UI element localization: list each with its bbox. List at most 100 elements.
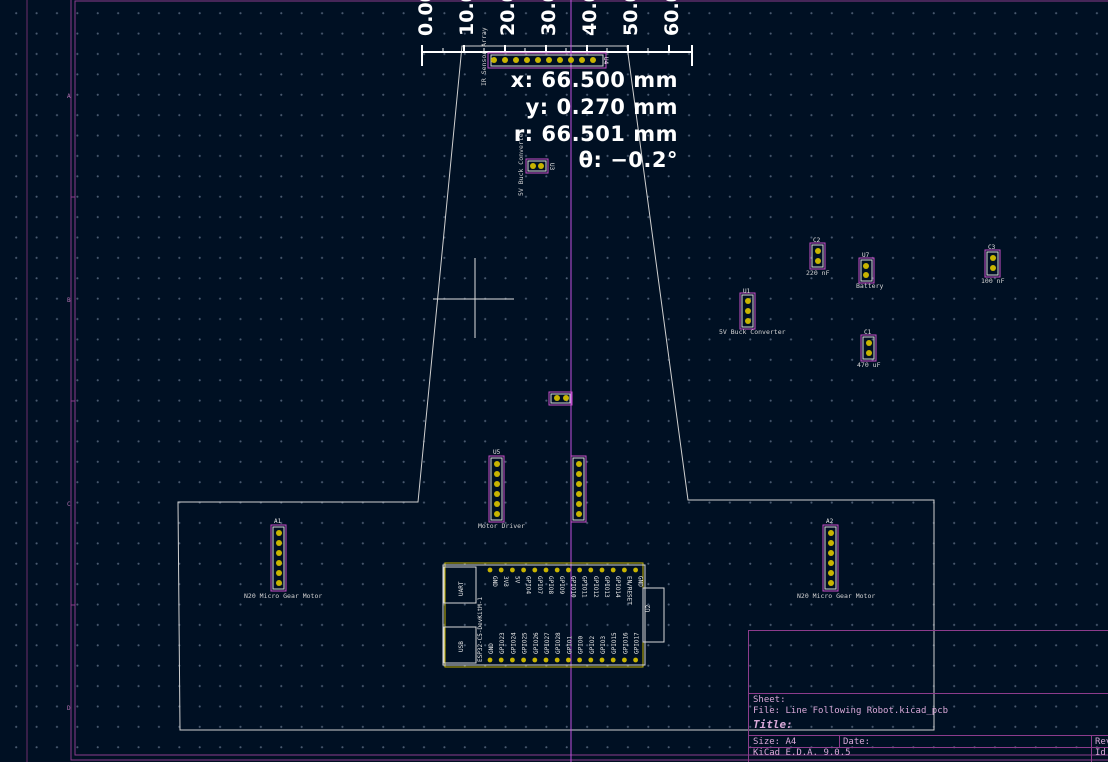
footprint-u5-motor-driver[interactable]: U5 Motor Driver [478, 449, 525, 530]
esp32-top-pad [498, 567, 504, 573]
esp32-top-pin-label: GPIO14 [614, 576, 621, 598]
footprint-c1[interactable]: C1 470 uF [857, 329, 881, 369]
footprint-u1-buck[interactable]: U1 5V Buck Converter [719, 288, 786, 336]
buck-top-label: 5V Buck Converter [517, 129, 525, 196]
footprint-a1-motor[interactable]: A1 N20 Micro Gear Motor [244, 518, 322, 600]
esp32-bottom-pin-label: GPIO28 [555, 632, 562, 654]
ir-sensor-label: IR Sensor Array [480, 27, 488, 86]
footprint-c3[interactable]: C3 100 nF [981, 244, 1005, 285]
footprint-ir-sensor[interactable]: IR Sensor Array U4 [480, 27, 609, 86]
esp32-bottom-pin-label: GPIO27 [544, 632, 551, 654]
esp32-bottom-pad [498, 657, 504, 663]
esp32-bottom-pad [577, 657, 582, 663]
a1-value: N20 Micro Gear Motor [244, 592, 322, 600]
ruler-tick-10: 10.0 [456, 0, 478, 36]
row-label-d: D [67, 705, 71, 712]
esp32-top-pin-label: 5V [513, 576, 520, 584]
esp32-top-pin-label: GND [637, 576, 644, 587]
esp32-bottom-pad [532, 657, 538, 663]
esp32-bottom-pad [588, 657, 594, 663]
esp32-bottom-pad [610, 657, 616, 663]
row-label-c: C [67, 501, 71, 508]
esp32-top-pad [554, 567, 560, 573]
c3-value: 100 nF [981, 277, 1005, 285]
esp32-top-pad [543, 567, 549, 573]
ir-sensor-ref: U4 [602, 57, 609, 65]
footprint-buck-u3[interactable]: 5V Buck Converter U3 [517, 129, 555, 196]
size-label: Size: A4 [753, 737, 797, 747]
footprint-u7-battery[interactable]: U7 Battery [856, 252, 883, 290]
esp32-top-pin-label: GND [491, 576, 498, 587]
esp32-top-pin-label: GPIO9 [558, 576, 565, 594]
esp32-bottom-pad [510, 657, 515, 663]
esp32-bottom-pad [633, 657, 638, 663]
crosshair-cursor-icon [433, 258, 514, 338]
esp32-top-pin-label: 3V3 [502, 576, 509, 587]
esp32-top-pad [566, 567, 571, 573]
esp32-bottom-pin-label: GPIO23 [499, 632, 506, 654]
esp32-top-pad [510, 567, 515, 573]
ruler-tick-20: 20.0 [497, 0, 519, 36]
esp32-bottom-pin-label: GND [488, 643, 495, 654]
esp32-top-pad [577, 567, 582, 573]
esp32-bottom-pins: GND GPIO23 GPIO24 GPIO25 GPIO26 GPIO27 GPIO28 G… [487, 632, 641, 663]
esp32-bottom-pad [487, 657, 493, 663]
title-label: Title: [753, 718, 793, 731]
esp32-top-pin-label: GPIO11 [581, 576, 588, 598]
footprint-header-axis[interactable] [570, 455, 587, 523]
footprint-a2-motor[interactable]: A2 N20 Micro Gear Motor [797, 518, 875, 600]
theta-readout: θ: −0.2° [578, 148, 678, 172]
c2-ref: C2 [813, 237, 821, 244]
esp32-bottom-pad [622, 657, 627, 663]
esp32-bottom-pin-label: GPIO16 [622, 632, 629, 654]
title-block: Sheet: File: Line Following Robot.kicad_… [748, 630, 1108, 762]
row-label-a: A [67, 93, 71, 100]
c1-ref: C1 [864, 329, 872, 336]
esp32-top-pad [521, 567, 526, 573]
esp32-bottom-pad [521, 657, 526, 663]
esp32-top-pin-label: GPIO12 [592, 576, 599, 598]
u7-value: Battery [856, 282, 883, 290]
ruler-tick-30: 30.0 [538, 0, 560, 36]
file-label: File: Line Following Robot.kicad_pcb [753, 706, 949, 716]
esp32-top-pin-label: GPIO10 [569, 576, 576, 598]
ruler-tick-0: 0.00 [415, 0, 437, 36]
esp32-top-pin-label: GPIO7 [536, 576, 543, 594]
uart-connector [443, 566, 477, 604]
esp32-bottom-pad [543, 657, 549, 663]
footprint-small-u2[interactable] [548, 391, 573, 406]
a2-ref: A2 [826, 518, 834, 525]
esp32-bottom-pin-label: GPIO25 [522, 632, 529, 654]
esp32-bottom-pin-label: GPIO3 [600, 636, 607, 654]
ruler-tick-50: 50.0 [620, 0, 642, 36]
measurement-ruler [421, 45, 693, 66]
c2-value: 220 nF [806, 269, 830, 277]
esp32-top-pin-label: GPIO4 [525, 576, 532, 594]
ruler-tick-60: 60.0 [661, 0, 683, 36]
footprint-c2[interactable]: C2 220 nF [806, 237, 830, 277]
esp32-bottom-pin-label: GPIO1 [566, 636, 573, 654]
esp32-top-pin-label: EN/RESET [625, 576, 632, 605]
kicad-version-label: KiCad E.D.A. 9.0.5 [753, 748, 851, 758]
esp32-bottom-pin-label: GPIO26 [533, 632, 540, 654]
esp32-top-pin-label: GPIO8 [547, 576, 554, 594]
esp32-top-pin-label: GPIO13 [603, 576, 610, 598]
esp32-top-pins: GND 3V3 5V GPIO4 GPIO7 GPIO8 GPIO9 GPIO10 GPIO11… [487, 567, 644, 605]
u5-ref: U5 [493, 449, 501, 456]
esp32-bottom-pin-label: GPIO24 [510, 632, 517, 654]
esp32-bottom-pad [566, 657, 571, 663]
r-readout: r: 66.501 mm [513, 122, 678, 146]
esp32-bottom-pin-label: GPIO17 [634, 632, 641, 654]
sheet-label: Sheet: [753, 695, 786, 705]
date-label: Date: [843, 737, 871, 747]
rev-label: Rev [1095, 737, 1108, 747]
esp32-top-pad [588, 567, 594, 573]
y-readout: y: 0.270 mm [525, 95, 678, 119]
esp32-bottom-pin-label: GPIO2 [589, 636, 596, 654]
esp32-top-pad [610, 567, 616, 573]
c1-value: 470 uF [857, 361, 881, 369]
board-outline [177, 45, 935, 731]
